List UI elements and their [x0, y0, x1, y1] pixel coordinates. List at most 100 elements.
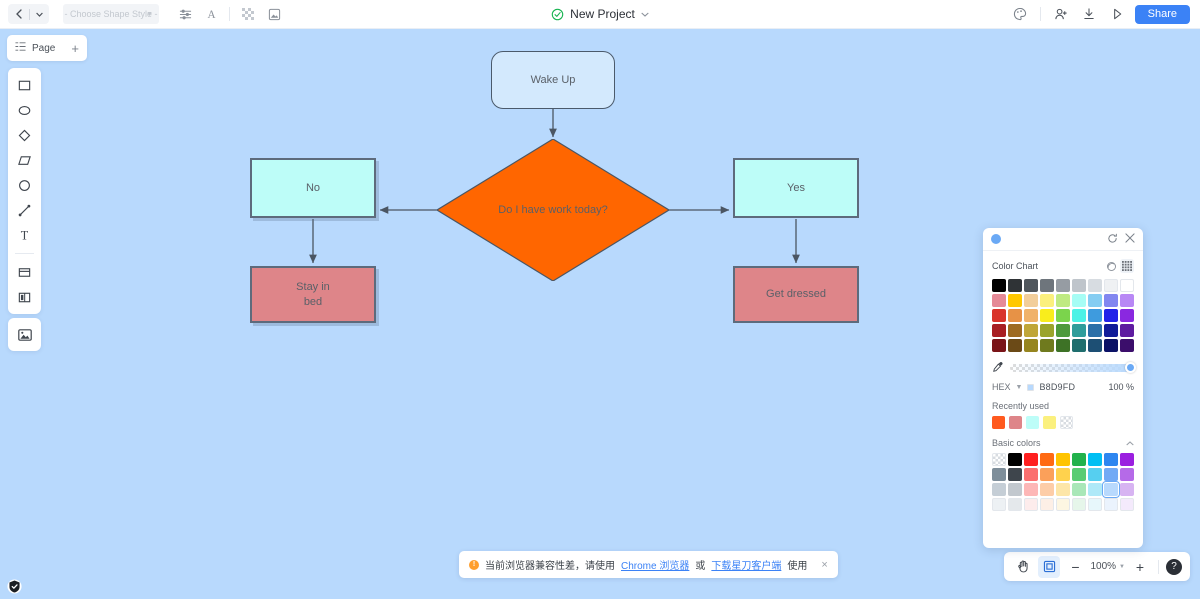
line-tool[interactable]: [11, 199, 38, 221]
columns-tool[interactable]: [11, 286, 38, 308]
security-shield-icon[interactable]: [7, 579, 22, 594]
download-icon[interactable]: [1079, 4, 1099, 24]
color-chart-swatch-2-6[interactable]: [1088, 309, 1102, 322]
transparency-icon[interactable]: [238, 4, 258, 24]
basic-color-swatch-2-4[interactable]: [1056, 483, 1070, 496]
color-chart-swatch-1-6[interactable]: [1088, 294, 1102, 307]
basic-color-swatch-2-6[interactable]: [1088, 483, 1102, 496]
color-chart-swatch-3-2[interactable]: [1024, 324, 1038, 337]
shape-style-select[interactable]: - Choose Shape Style - ▼: [63, 4, 159, 24]
basic-color-swatch-1-6[interactable]: [1088, 468, 1102, 481]
refresh-icon[interactable]: [1107, 233, 1118, 246]
hand-icon[interactable]: [1012, 556, 1034, 578]
present-icon[interactable]: [1107, 4, 1127, 24]
color-chart-swatch-4-5[interactable]: [1072, 339, 1086, 352]
color-chart-swatch-3-7[interactable]: [1104, 324, 1118, 337]
close-icon[interactable]: [1125, 233, 1135, 245]
caret-down-icon[interactable]: [33, 6, 45, 22]
page-list-icon[interactable]: [15, 39, 26, 57]
layout-settings-icon[interactable]: [175, 4, 195, 24]
basic-color-swatch-0-1[interactable]: [1008, 453, 1022, 466]
alpha-slider[interactable]: [1010, 362, 1136, 373]
color-chart-swatch-0-6[interactable]: [1088, 279, 1102, 292]
basic-color-swatch-1-4[interactable]: [1056, 468, 1070, 481]
basic-color-swatch-2-8[interactable]: [1120, 483, 1134, 496]
color-chart-swatch-0-0[interactable]: [992, 279, 1006, 292]
basic-color-swatch-3-8[interactable]: [1120, 498, 1134, 511]
basic-color-swatch-3-6[interactable]: [1088, 498, 1102, 511]
text-tool[interactable]: T: [11, 224, 38, 246]
add-user-icon[interactable]: [1051, 4, 1071, 24]
basic-color-swatch-0-3[interactable]: [1040, 453, 1054, 466]
basic-color-swatch-3-4[interactable]: [1056, 498, 1070, 511]
color-chart-swatch-4-8[interactable]: [1120, 339, 1134, 352]
color-chart-swatch-1-3[interactable]: [1040, 294, 1054, 307]
node-decision[interactable]: Do I have work today?: [437, 139, 669, 281]
color-chart-grid[interactable]: [992, 279, 1134, 352]
chevron-up-icon[interactable]: [1126, 439, 1134, 448]
basic-color-swatch-2-1[interactable]: [1008, 483, 1022, 496]
basic-color-swatch-3-0[interactable]: [992, 498, 1006, 511]
basic-color-swatch-1-1[interactable]: [1008, 468, 1022, 481]
color-chart-swatch-0-2[interactable]: [1024, 279, 1038, 292]
color-chart-swatch-0-4[interactable]: [1056, 279, 1070, 292]
eyedropper-icon[interactable]: [992, 361, 1004, 375]
node-yes[interactable]: Yes: [733, 158, 859, 218]
insert-image-icon[interactable]: [264, 4, 284, 24]
color-chart-swatch-2-7[interactable]: [1104, 309, 1118, 322]
basic-color-swatch-2-3[interactable]: [1040, 483, 1054, 496]
basic-color-swatch-3-7[interactable]: [1104, 498, 1118, 511]
color-chart-swatch-0-7[interactable]: [1104, 279, 1118, 292]
color-chart-swatch-4-1[interactable]: [1008, 339, 1022, 352]
color-chart-swatch-4-4[interactable]: [1056, 339, 1070, 352]
color-chart-swatch-0-1[interactable]: [1008, 279, 1022, 292]
select-frame-icon[interactable]: [1038, 555, 1061, 578]
basic-color-swatch-2-7[interactable]: [1102, 481, 1120, 498]
basic-color-swatch-3-5[interactable]: [1072, 498, 1086, 511]
page-tab-label[interactable]: Page: [32, 42, 56, 54]
color-chart-swatch-3-4[interactable]: [1056, 324, 1070, 337]
color-chart-swatch-2-8[interactable]: [1120, 309, 1134, 322]
color-chart-swatch-2-1[interactable]: [1008, 309, 1022, 322]
basic-color-swatch-1-2[interactable]: [1024, 468, 1038, 481]
color-chart-swatch-3-0[interactable]: [992, 324, 1006, 337]
zoom-level-select[interactable]: 100% ▼: [1090, 561, 1125, 572]
basic-colors-grid[interactable]: [992, 453, 1134, 511]
text-format-icon[interactable]: A: [201, 4, 221, 24]
color-chart-swatch-0-3[interactable]: [1040, 279, 1054, 292]
color-chart-swatch-1-1[interactable]: [1008, 294, 1022, 307]
recently-used-swatch-4[interactable]: [1060, 416, 1073, 429]
hex-format-label[interactable]: HEX: [992, 382, 1011, 392]
color-chart-swatch-1-0[interactable]: [992, 294, 1006, 307]
diamond-tool[interactable]: [11, 124, 38, 146]
node-wake-up[interactable]: Wake Up: [491, 51, 615, 109]
basic-color-swatch-0-4[interactable]: [1056, 453, 1070, 466]
basic-color-swatch-0-2[interactable]: [1024, 453, 1038, 466]
recently-used-swatch-2[interactable]: [1026, 416, 1039, 429]
basic-color-swatch-1-5[interactable]: [1072, 468, 1086, 481]
ellipse-tool[interactable]: [11, 99, 38, 121]
zoom-out-button[interactable]: −: [1071, 558, 1080, 575]
basic-color-swatch-2-0[interactable]: [992, 483, 1006, 496]
color-chart-swatch-2-2[interactable]: [1024, 309, 1038, 322]
color-chart-swatch-3-3[interactable]: [1040, 324, 1054, 337]
color-chart-swatch-3-1[interactable]: [1008, 324, 1022, 337]
color-preview-swatch[interactable]: [991, 234, 1001, 244]
chevron-down-icon[interactable]: [641, 10, 649, 19]
alpha-value-input[interactable]: 100 %: [1108, 382, 1134, 392]
color-chart-swatch-1-2[interactable]: [1024, 294, 1038, 307]
project-title-group[interactable]: New Project: [490, 7, 710, 21]
color-chart-swatch-0-5[interactable]: [1072, 279, 1086, 292]
recently-used-grid[interactable]: [992, 416, 1134, 429]
node-stay-in-bed[interactable]: Stay in bed: [250, 266, 376, 323]
circle-tool[interactable]: [11, 174, 38, 196]
alpha-slider-handle[interactable]: [1125, 362, 1136, 373]
basic-color-swatch-2-5[interactable]: [1072, 483, 1086, 496]
zoom-in-button[interactable]: +: [1135, 558, 1145, 575]
node-no[interactable]: No: [250, 158, 376, 218]
image-tool[interactable]: [11, 324, 38, 346]
color-wheel-icon[interactable]: [1104, 259, 1118, 273]
color-chart-swatch-4-2[interactable]: [1024, 339, 1038, 352]
close-icon[interactable]: ×: [821, 558, 828, 571]
container-tool[interactable]: [11, 261, 38, 283]
